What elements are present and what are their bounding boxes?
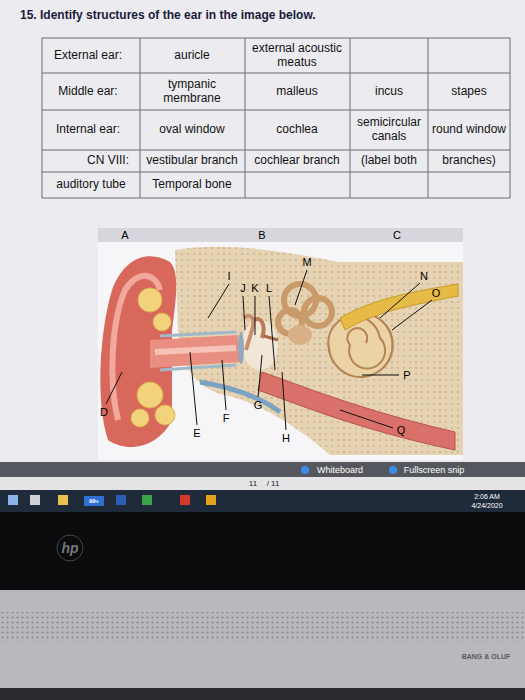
callout-letter: O	[428, 287, 444, 300]
table-cell: Internal ear:	[41, 123, 135, 137]
viewer-button: Fullscreen snip	[396, 465, 472, 475]
table-cell: semicircular canals	[351, 116, 427, 144]
callout-letter: C	[389, 229, 405, 242]
image-header	[98, 228, 463, 242]
laptop-deck	[0, 590, 525, 700]
screen-page	[0, 0, 525, 462]
badge-count: 99+	[84, 498, 104, 505]
table-cell: branches)	[430, 154, 508, 168]
speaker-grille	[0, 612, 525, 642]
brand-name: BANG & OLUF	[455, 653, 517, 661]
table-cell: round window	[430, 123, 508, 137]
whiteboard-icon	[301, 466, 309, 474]
callout-letter: B	[254, 229, 270, 242]
question-title: 15. Identify structures of the ear in th…	[20, 8, 316, 22]
callout-letter: J	[236, 282, 250, 295]
vestibulocochlear-nerve	[340, 284, 458, 330]
laptop-bezel	[0, 512, 525, 590]
table-cell: auricle	[142, 49, 242, 63]
callout-letter: H	[278, 432, 294, 445]
callout-letter: G	[250, 399, 266, 412]
callout-letter: A	[117, 229, 133, 242]
callout-letter: M	[299, 256, 315, 269]
table-cell: (label both	[351, 154, 427, 168]
table-cell: cochlea	[247, 123, 347, 137]
clock-time: 2:06 AM	[464, 493, 510, 501]
table-cell: malleus	[247, 85, 347, 99]
callout-letter: L	[262, 282, 276, 295]
table-cell: external acoustic meatus	[247, 42, 347, 70]
callout-letter: P	[399, 369, 415, 382]
table-cell: incus	[351, 85, 427, 99]
ear-illustration	[98, 228, 463, 460]
callout-letter: I	[221, 270, 237, 283]
hp-logo-ring	[57, 535, 83, 561]
brand-logo: hp	[59, 540, 81, 556]
callout-letter: D	[96, 406, 112, 419]
canal-lining	[160, 332, 236, 370]
leader-lines	[106, 270, 432, 430]
callout-letter: E	[189, 427, 205, 440]
table-cell: CN VIII:	[78, 154, 138, 168]
table-cell: oval window	[142, 123, 242, 137]
snip-icon	[389, 466, 397, 474]
taskbar	[0, 490, 525, 512]
callout-letter: K	[248, 282, 262, 295]
table-cell: Temporal bone	[142, 178, 242, 192]
taskbar-icons	[8, 495, 216, 506]
page-number: 11	[245, 479, 261, 488]
image-frame	[98, 228, 463, 460]
table-cell: auditory tube	[44, 178, 138, 192]
table-cell: External ear:	[41, 49, 135, 63]
answer-table	[42, 38, 510, 198]
callout-letter: N	[416, 270, 432, 283]
callout-letter: Q	[393, 424, 409, 437]
callout-letter: F	[218, 412, 234, 425]
table-cell: stapes	[430, 85, 508, 99]
clock-date: 4/24/2020	[464, 502, 510, 510]
vestibule	[288, 325, 312, 345]
canal-highlight	[155, 348, 236, 352]
table-cell: cochlear branch	[247, 154, 347, 168]
keys-edge	[0, 688, 525, 700]
malleus-shape	[244, 316, 253, 350]
viewer-button: Whiteboard	[305, 465, 375, 475]
table-cell: vestibular branch	[142, 154, 242, 168]
table-cell: tympanic membrane	[142, 78, 242, 106]
stapes-shape	[264, 336, 278, 340]
ear-canal	[150, 335, 240, 368]
viewer-bar	[0, 462, 525, 477]
cochlea-spiral	[328, 313, 393, 377]
page-count: / 11	[262, 479, 284, 488]
tympanic-membrane-shape	[238, 332, 244, 364]
auditory-tube-shape	[258, 372, 455, 450]
table-cell: Middle ear:	[41, 85, 135, 99]
toolbar	[0, 477, 525, 490]
